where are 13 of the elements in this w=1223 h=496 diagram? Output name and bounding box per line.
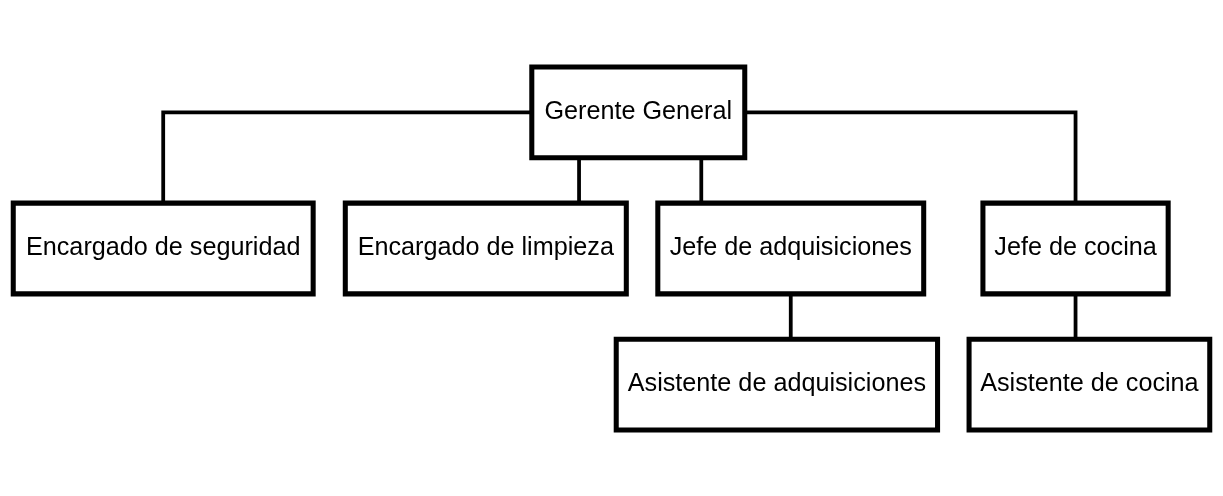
connector <box>699 157 704 203</box>
node-box: Asistente de adquisiciones <box>613 336 941 432</box>
node-box: Gerente General <box>529 64 748 160</box>
connector <box>577 157 581 203</box>
connector <box>788 293 793 339</box>
connector <box>1073 293 1078 339</box>
connector <box>161 110 532 203</box>
connector <box>745 110 1078 203</box>
node-box: Asistente de cocina <box>966 336 1213 432</box>
node-box: Encargado de seguridad <box>10 200 316 296</box>
node-box: Encargado de limpieza <box>342 200 629 296</box>
node-box: Jefe de cocina <box>980 200 1171 296</box>
node-box: Jefe de adquisiciones <box>655 200 927 296</box>
